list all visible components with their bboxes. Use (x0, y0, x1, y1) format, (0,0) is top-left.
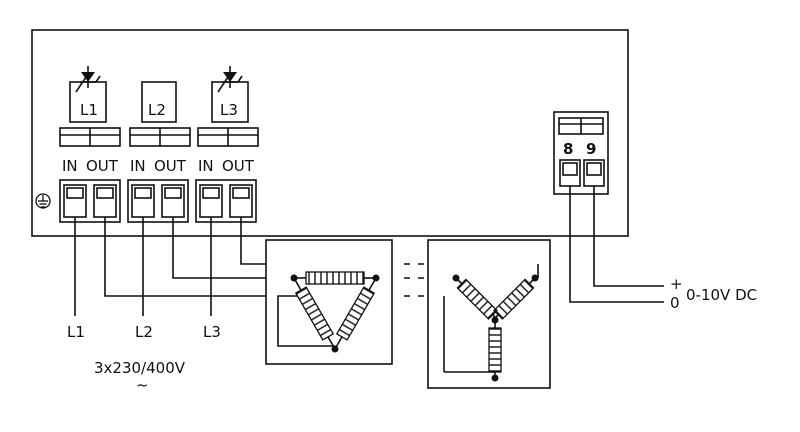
io-label-in-1: IN (62, 157, 78, 175)
heating-coil-icon (334, 277, 377, 350)
io-labels: IN OUT IN OUT IN OUT (62, 157, 255, 175)
supply-label-l3: L3 (203, 323, 221, 341)
phase-module-l3: L3 (211, 66, 249, 123)
phase-label-l2: L2 (148, 101, 166, 119)
phase-module-l1: L1 (69, 66, 107, 123)
control-plus-label: + (670, 275, 683, 293)
module-connector-strips (59, 127, 259, 147)
phase-label-l1: L1 (80, 101, 98, 119)
heating-coil-icon (305, 271, 365, 285)
io-label-out-3: OUT (222, 157, 255, 175)
io-label-out-2: OUT (154, 157, 187, 175)
io-label-out-1: OUT (86, 157, 119, 175)
delta-load (265, 239, 393, 365)
control-terminal-block: 8 9 (553, 111, 609, 195)
io-label-in-2: IN (130, 157, 146, 175)
control-range-label: 0-10V DC (686, 286, 757, 304)
ground-icon (35, 193, 51, 209)
ac-symbol: ~ (136, 376, 149, 394)
control-zero-label: 0 (670, 294, 680, 312)
heating-coil-icon (493, 277, 536, 320)
supply-wires (74, 217, 212, 316)
power-terminal-block (59, 179, 257, 223)
terminal-label-9: 9 (586, 140, 596, 158)
heating-coil-icon (488, 320, 502, 378)
thyristor-icon (217, 66, 243, 93)
phase-module-l2: L2 (141, 81, 177, 123)
supply-voltage: 3x230/400V (94, 359, 186, 377)
terminal-label-8: 8 (563, 140, 573, 158)
io-label-in-3: IN (198, 157, 214, 175)
phase-label-l3: L3 (220, 101, 238, 119)
supply-label-l1: L1 (67, 323, 85, 341)
supply-label-l2: L2 (135, 323, 153, 341)
star-load (427, 239, 551, 389)
thyristor-icon (75, 66, 101, 93)
controller-housing (31, 29, 629, 237)
control-wires (569, 186, 664, 303)
